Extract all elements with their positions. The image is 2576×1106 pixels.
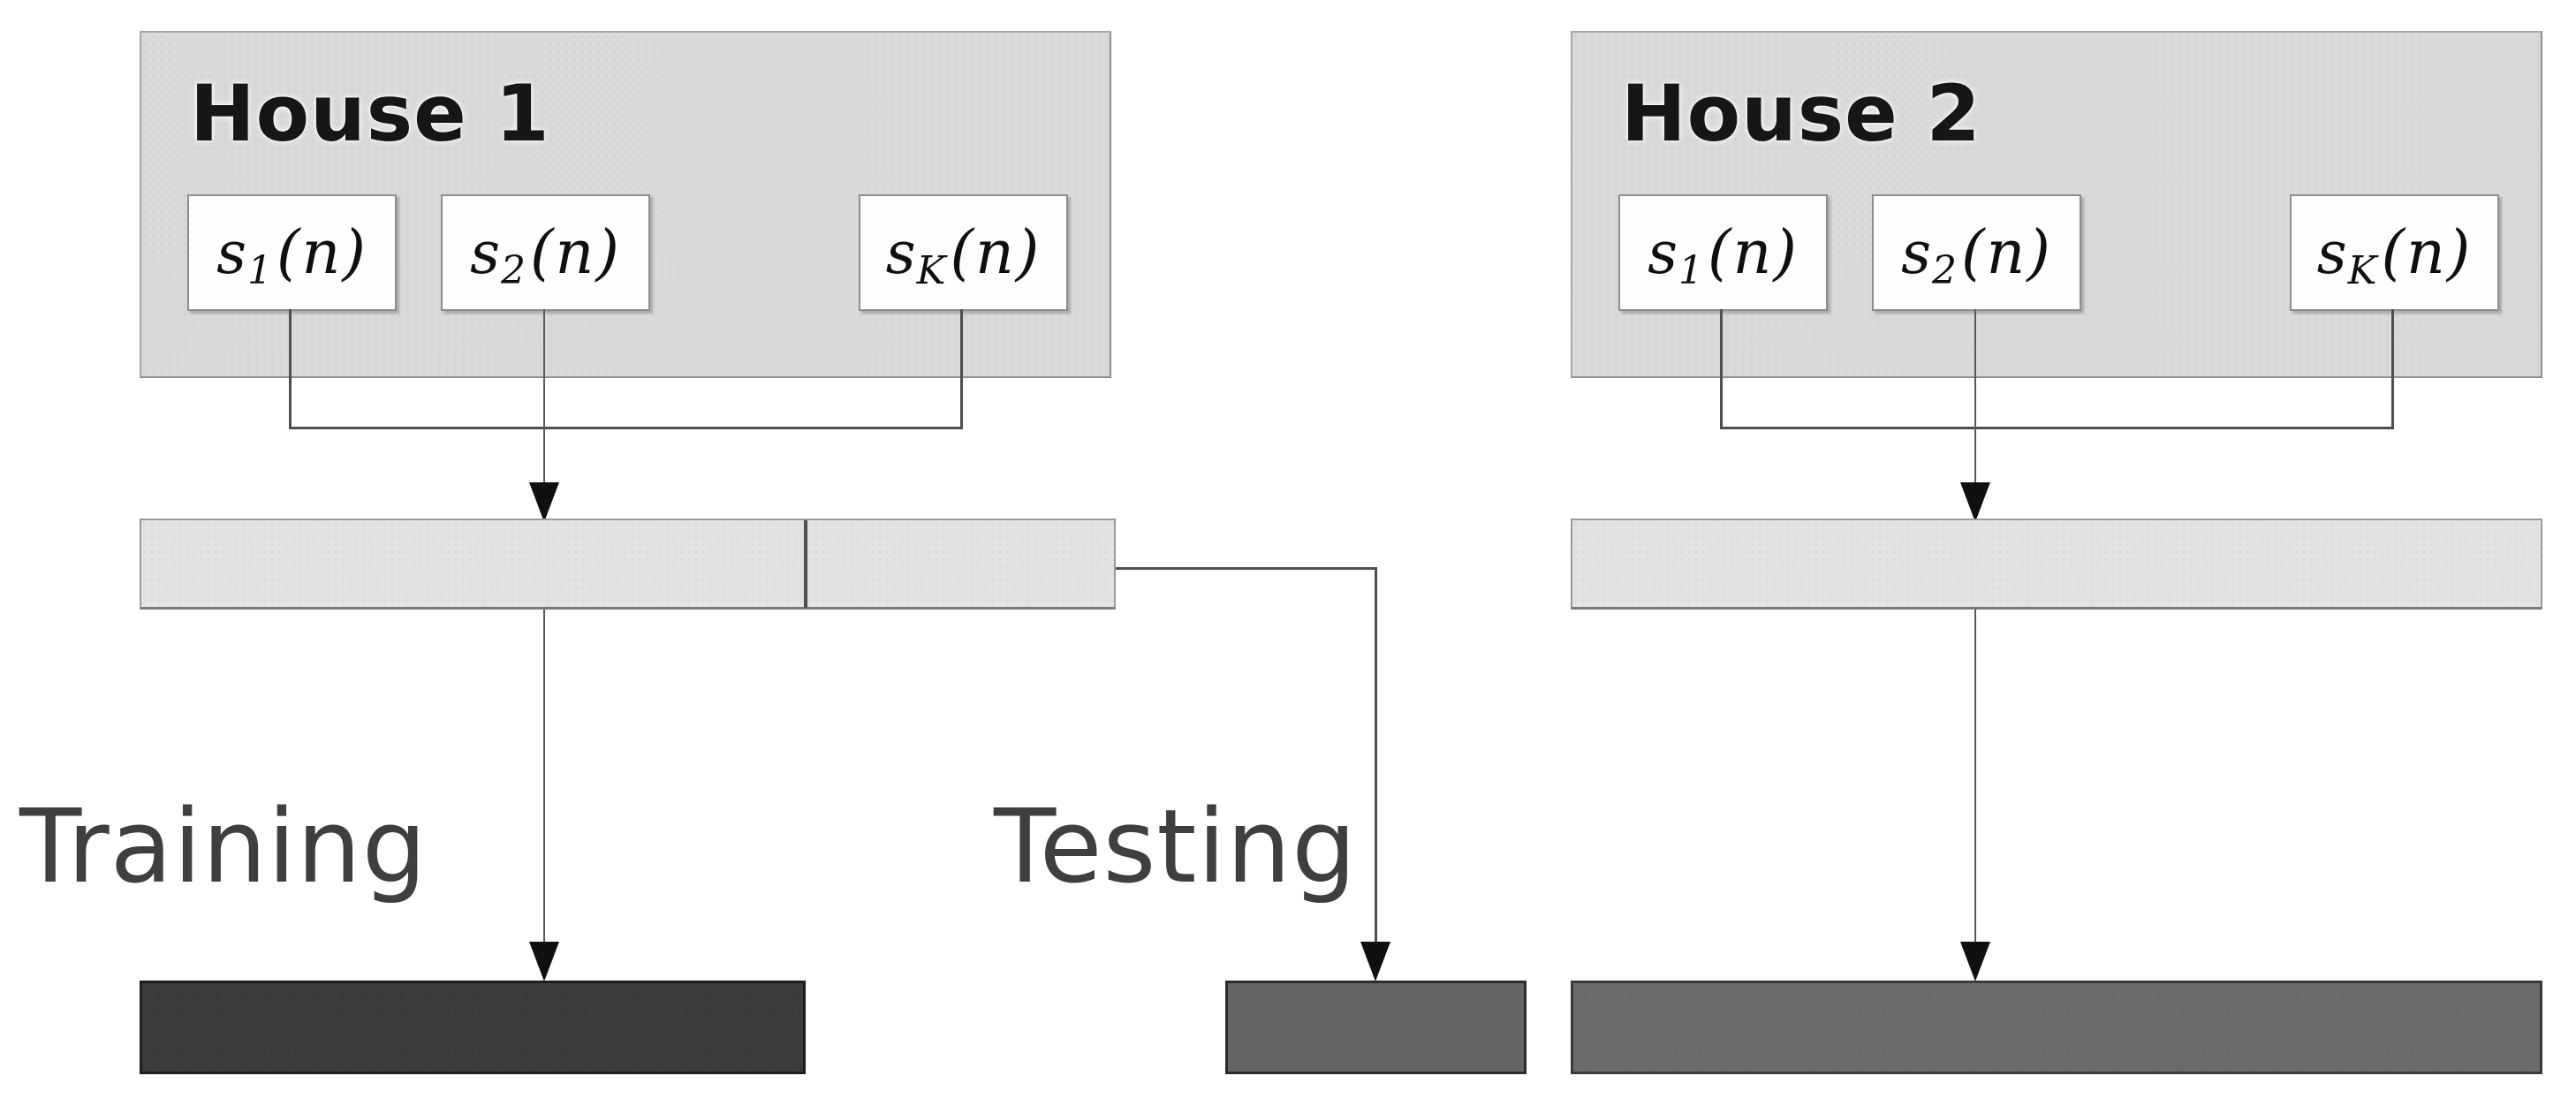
signal-label-args: (n) <box>277 217 367 288</box>
testing-arrowhead-icon <box>1360 942 1390 981</box>
testing-branch-vertical-line <box>1375 567 1377 942</box>
house2-usage-bar <box>1571 981 2542 1074</box>
training-bar <box>140 981 806 1074</box>
house2-mixdown-line <box>1974 309 1976 483</box>
house2-title: House 2 <box>1621 68 1981 159</box>
testing-branch-horizontal-line <box>1116 567 1377 570</box>
signal-label-base: s <box>2316 218 2347 287</box>
signal-label-subscript: 2 <box>1932 247 1957 293</box>
signal-label-base: s <box>1648 218 1678 287</box>
house2-drop-line <box>1974 610 1976 942</box>
signal-label-args: (n) <box>1961 217 2052 288</box>
training-label: Training <box>19 788 428 906</box>
house2-mixdown-arrowhead-icon <box>1960 482 1990 522</box>
signal-label-subscript: 2 <box>501 247 526 293</box>
house1-recording-bar <box>140 519 1116 610</box>
signal-label-base: s <box>1901 218 1931 287</box>
signal-label-args: (n) <box>950 217 1042 288</box>
signal-label-base: s <box>885 218 916 287</box>
house2-merge-line-horizontal <box>1720 427 2394 429</box>
signal-label-subscript: 1 <box>1678 247 1703 293</box>
house1-merge-line-s1 <box>289 309 292 429</box>
signal-label-base: s <box>470 218 500 287</box>
house1-merge-line-horizontal <box>289 427 963 429</box>
signal-label-subscript: K <box>2347 247 2377 293</box>
training-drop-line <box>543 610 545 942</box>
house1-title: House 1 <box>190 68 550 159</box>
house2-recording-bar <box>1571 519 2542 610</box>
signal-label-args: (n) <box>1708 217 1799 288</box>
house1-mixdown-line <box>543 309 545 483</box>
signal-label-args: (n) <box>2381 217 2473 288</box>
house1-mixdown-arrowhead-icon <box>529 482 559 522</box>
house2-arrowhead-icon <box>1960 942 1990 981</box>
testing-bar <box>1225 981 1527 1074</box>
signal-label-base: s <box>216 218 246 287</box>
house2-merge-line-s1 <box>1720 309 1723 429</box>
house1-recording-bar-split-divider <box>804 520 807 608</box>
signal-label-args: (n) <box>530 217 621 288</box>
training-arrowhead-icon <box>529 942 559 981</box>
testing-label: Testing <box>994 788 1358 906</box>
signal-label-subscript: K <box>916 247 946 293</box>
house2-merge-line-sK <box>2391 309 2394 429</box>
signal-label-subscript: 1 <box>247 247 272 293</box>
house1-merge-line-sK <box>960 309 963 429</box>
